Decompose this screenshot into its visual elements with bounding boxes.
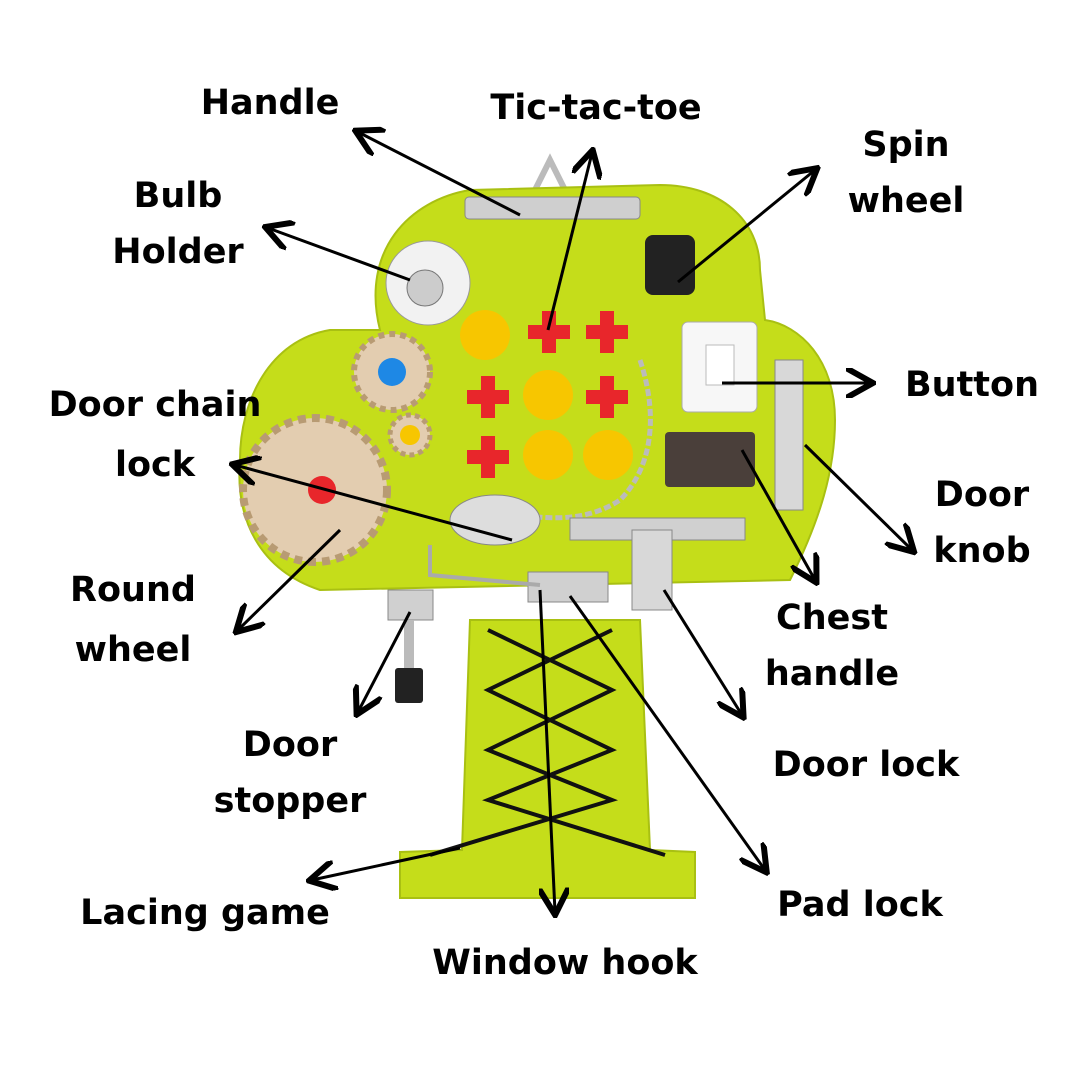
label-lacing-game: Lacing game xyxy=(80,893,330,933)
door-knob-part xyxy=(774,359,804,511)
arrows xyxy=(235,132,912,912)
label-pad-lock: Pad lock xyxy=(777,885,943,925)
handle-part xyxy=(464,196,641,220)
door-stopper-part xyxy=(387,589,434,621)
tic-tac-toe-part xyxy=(460,310,633,480)
hanger-icon xyxy=(532,153,568,192)
label-button: Button xyxy=(904,365,1040,405)
label-handle: Handle xyxy=(200,83,340,123)
spin-wheel-part xyxy=(645,235,695,295)
chest-handle-part xyxy=(665,432,755,487)
label-window-hook: Window hook xyxy=(432,943,698,983)
gears-part xyxy=(239,331,433,566)
label-tic-tac-toe: Tic-tac-toe xyxy=(490,88,702,128)
label-door-lock: Door lock xyxy=(772,745,960,785)
